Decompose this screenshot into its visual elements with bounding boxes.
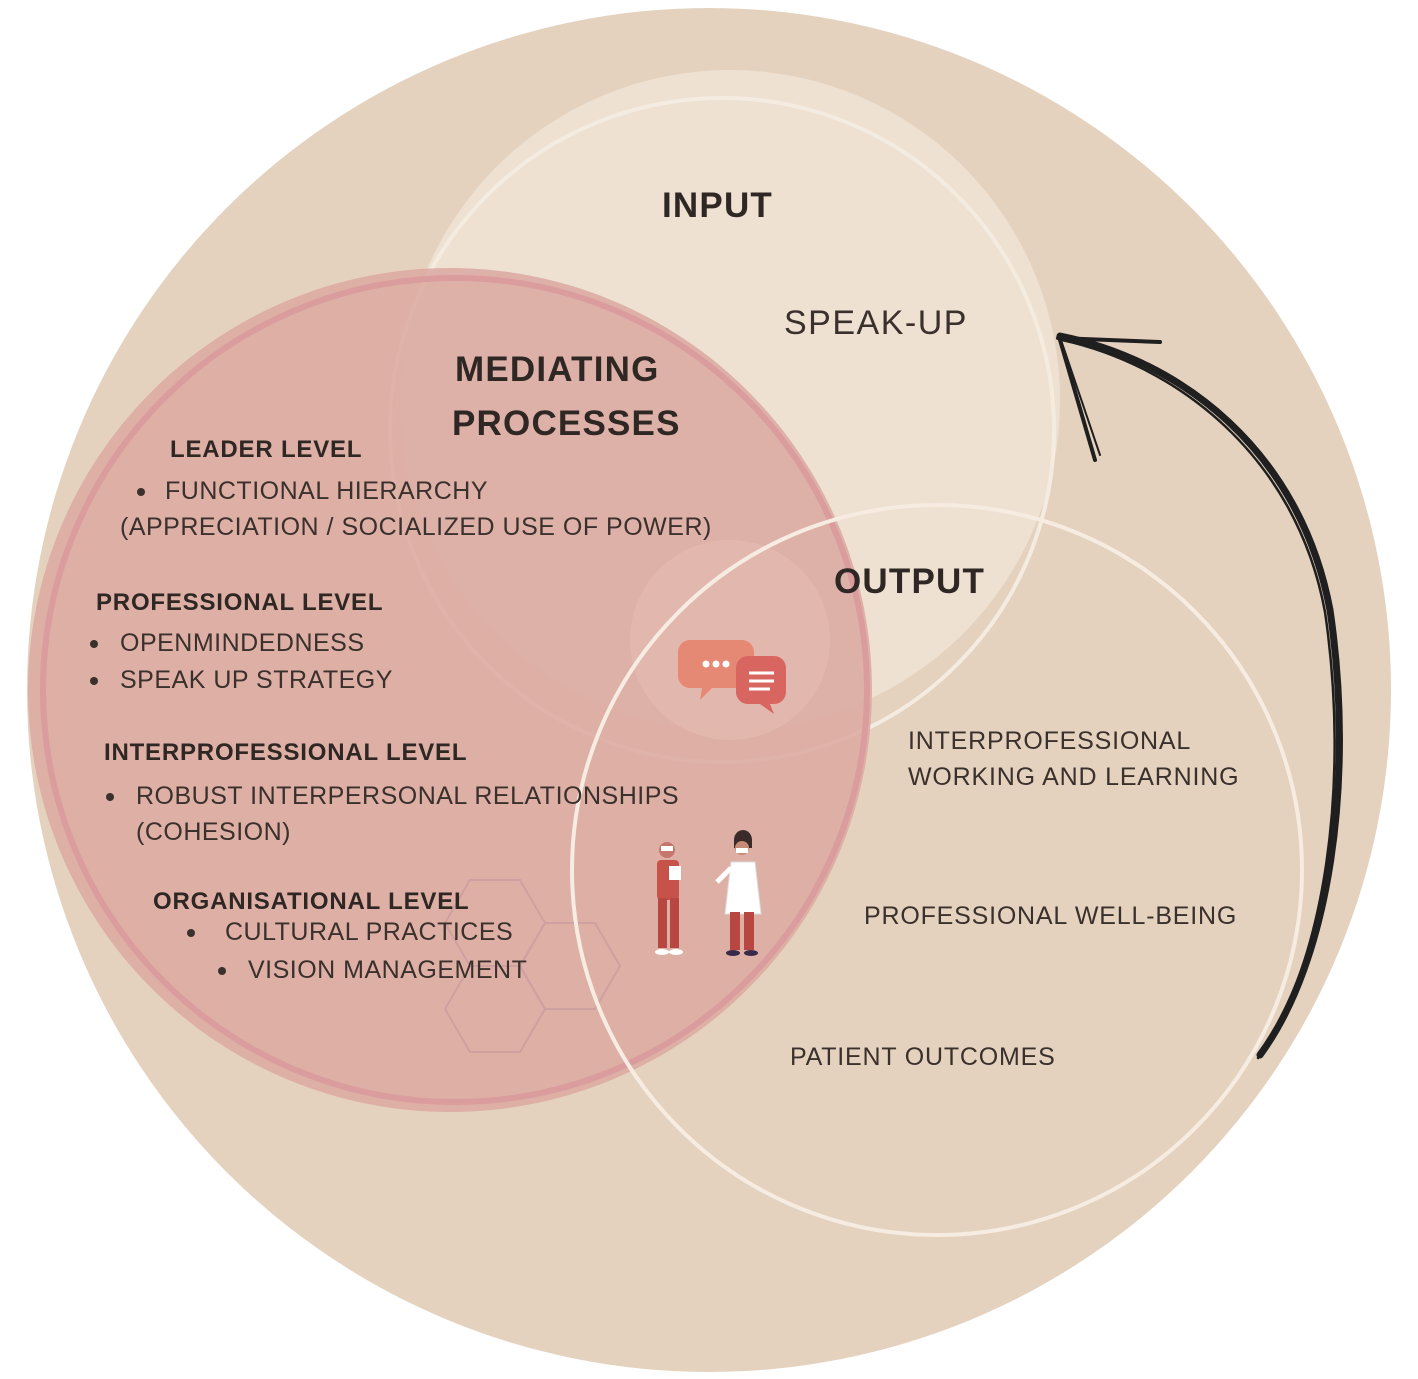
organisational-level-heading: ORGANISATIONAL LEVEL [153, 888, 470, 915]
professional-item-openmindedness: OPENMINDEDNESS [120, 629, 365, 657]
mediating-circle-outline [40, 275, 870, 1105]
mediating-title-line1: MEDIATING [455, 350, 660, 389]
output-item-interprofessional-line2: WORKING AND LEARNING [908, 763, 1240, 791]
leader-level-heading: LEADER LEVEL [170, 436, 363, 463]
output-item-patient-outcomes: PATIENT OUTCOMES [790, 1043, 1056, 1071]
interprofessional-bullet [106, 793, 114, 801]
professional-level-heading: PROFESSIONAL LEVEL [96, 589, 384, 616]
leader-item-line2: (APPRECIATION / SOCIALIZED USE OF POWER) [120, 513, 712, 541]
feedback-arrow-icon [1056, 332, 1343, 1060]
output-item-interprofessional-line1: INTERPROFESSIONAL [908, 727, 1192, 755]
interprofessional-level-heading: INTERPROFESSIONAL LEVEL [104, 739, 468, 766]
output-title: OUTPUT [834, 562, 986, 601]
professional-bullet-2 [90, 677, 98, 685]
mediating-title-line2: PROCESSES [452, 404, 681, 443]
interprofessional-item-line1: ROBUST INTERPERSONAL RELATIONSHIPS [136, 782, 680, 810]
healthcare-professionals-icon [655, 830, 762, 956]
hexagon-pattern-icon [443, 879, 622, 1053]
professional-bullet-1 [90, 640, 98, 648]
organisational-bullet-1 [187, 929, 195, 937]
chat-bubbles-icon [678, 640, 786, 714]
input-title: INPUT [662, 186, 773, 225]
input-item-speak-up: SPEAK-UP [784, 304, 968, 342]
organisational-item-cultural-practices: CULTURAL PRACTICES [225, 918, 514, 946]
leader-item-line1: FUNCTIONAL HIERARCHY [165, 477, 488, 505]
output-item-professional-well-being: PROFESSIONAL WELL-BEING [864, 902, 1238, 930]
professional-item-speak-up-strategy: SPEAK UP STRATEGY [120, 666, 393, 694]
leader-bullet [137, 488, 145, 496]
organisational-item-vision-management: VISION MANAGEMENT [248, 956, 528, 984]
organisational-bullet-2 [218, 967, 226, 975]
interprofessional-item-line2: (COHESION) [136, 818, 291, 846]
output-circle [570, 503, 1304, 1237]
